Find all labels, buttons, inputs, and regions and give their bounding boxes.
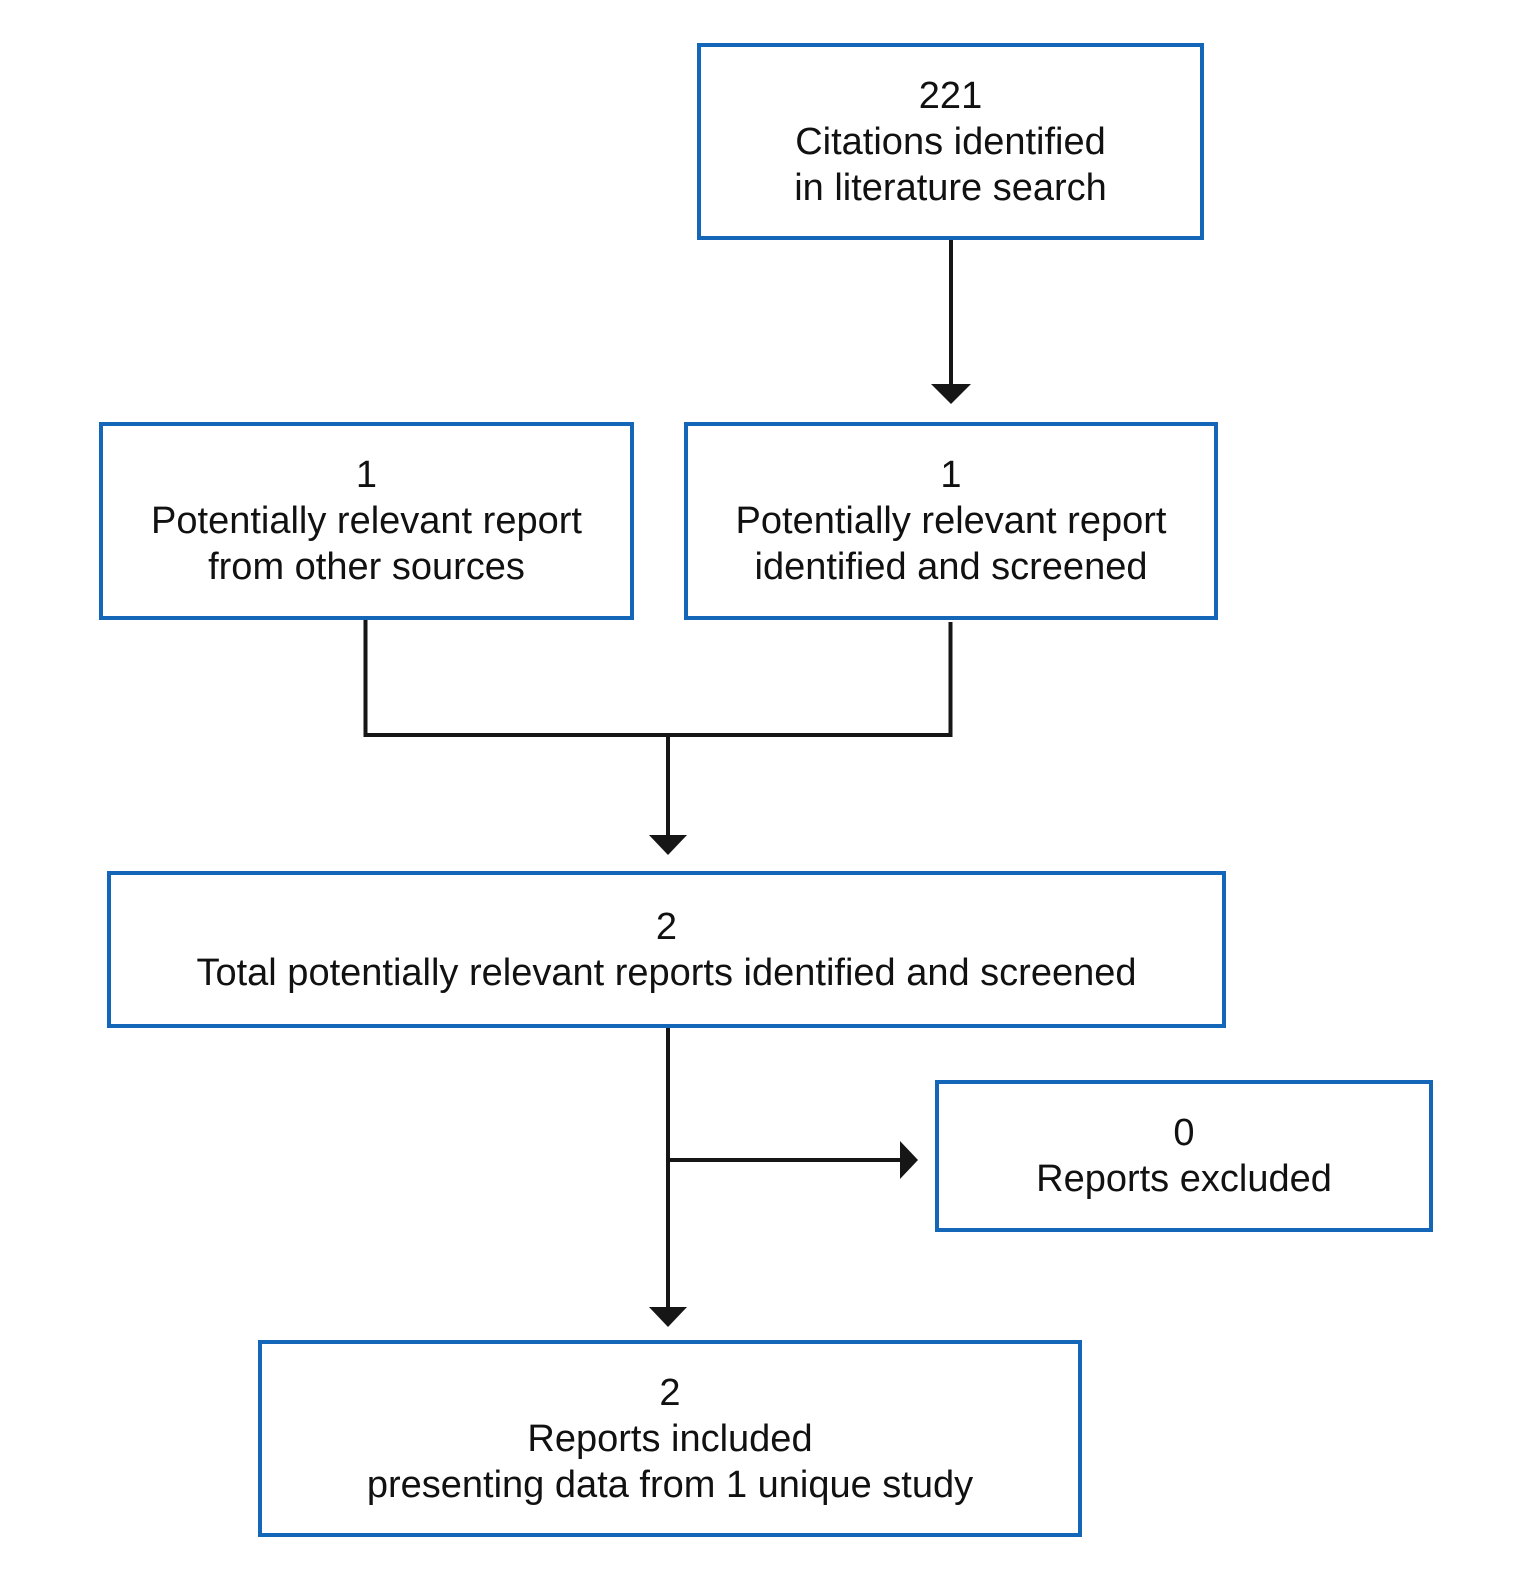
node-label-line: in literature search [794,166,1107,209]
node-text: 2 Reports included presenting data from … [262,1370,1078,1508]
node-label-line: identified and screened [754,546,1148,588]
node-other-sources: 1 Potentially relevant report from other… [99,422,634,620]
node-label-line: Potentially relevant report [735,500,1167,542]
node-text: 221 Citations identified in literature s… [701,73,1200,211]
arrowhead-merge-to-total [649,835,687,855]
node-text: 0 Reports excluded [939,1110,1429,1202]
node-reports-excluded: 0 Reports excluded [935,1080,1433,1232]
node-text: 1 Potentially relevant report from other… [103,452,630,590]
node-count: 221 [918,74,983,117]
arrowhead-total-to-excluded [900,1141,918,1179]
node-label-line: Reports excluded [1036,1158,1332,1200]
node-reports-included: 2 Reports included presenting data from … [258,1340,1082,1537]
node-count: 0 [1173,1112,1195,1154]
arrowhead-citations-to-screened [931,384,971,404]
node-text: 1 Potentially relevant report identified… [688,452,1214,590]
node-label-line: from other sources [208,546,525,588]
node-label-line: Total potentially relevant reports ident… [196,951,1137,994]
node-citations-identified: 221 Citations identified in literature s… [697,43,1204,240]
node-label-line: Citations identified [795,120,1106,163]
node-identified-screened: 1 Potentially relevant report identified… [684,422,1218,620]
node-count: 1 [940,454,962,496]
node-label-line: presenting data from 1 unique study [366,1463,974,1506]
node-text: 2 Total potentially relevant reports ide… [111,904,1222,996]
node-count: 1 [355,454,378,496]
node-label-line: Reports included [527,1417,813,1460]
node-label-line: Potentially relevant report [151,500,582,542]
node-total-screened: 2 Total potentially relevant reports ide… [107,871,1226,1028]
node-count: 2 [655,905,678,948]
connector-merge [363,620,953,737]
node-count: 2 [659,1371,681,1414]
arrowhead-total-to-included [649,1307,687,1327]
